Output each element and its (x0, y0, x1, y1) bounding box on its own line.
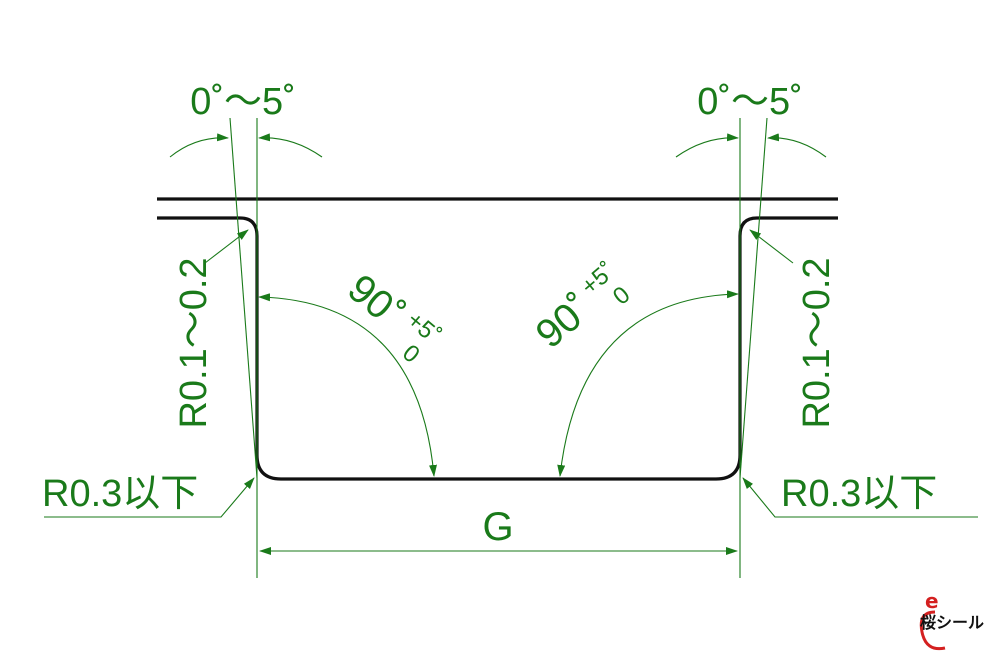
radius-label-bottom-right: R0.3以下 (781, 473, 937, 515)
sakura-seal-logo: e 桜シール (919, 589, 984, 651)
angle-label-right: 90˚ +5˚ 0 (528, 257, 636, 357)
width-label: G (482, 505, 513, 549)
angle-left-tolerance-low: 0 (397, 339, 425, 368)
logo-mark: e (925, 589, 939, 613)
angle-arc-left (258, 293, 437, 477)
logo-swoosh-icon (919, 610, 946, 651)
leader-top-right (749, 229, 794, 264)
leader-bottom-right (742, 477, 978, 518)
angle-arc-right (557, 290, 739, 477)
radius-label-top-right: R0.1〜0.2 (796, 257, 838, 428)
groove-outline (157, 197, 838, 481)
radius-label-top-left: R0.1〜0.2 (173, 257, 215, 428)
draft-arc-left-b (258, 133, 323, 158)
leader-top-left (204, 229, 249, 264)
angle-label-left: 90˚ +5˚ 0 (339, 266, 445, 368)
draft-arc-right-a (675, 133, 739, 158)
draft-label-right: 0˚〜5˚ (697, 81, 803, 123)
angle-right-tolerance-low: 0 (608, 281, 636, 310)
radius-label-bottom-left: R0.3以下 (42, 473, 198, 515)
angle-left-tolerance: +5˚ (401, 306, 445, 349)
ext-line-right-draft (739, 117, 768, 479)
logo-text: 桜シール (920, 613, 984, 632)
groove-profile (157, 216, 838, 481)
dimension-lines (44, 117, 978, 578)
ext-line-left-draft (229, 117, 258, 479)
draft-label-left: 0˚〜5˚ (190, 81, 296, 123)
draft-arc-right-b (767, 133, 827, 158)
leader-bottom-left (44, 477, 255, 518)
draft-arc-left-a (169, 133, 229, 158)
